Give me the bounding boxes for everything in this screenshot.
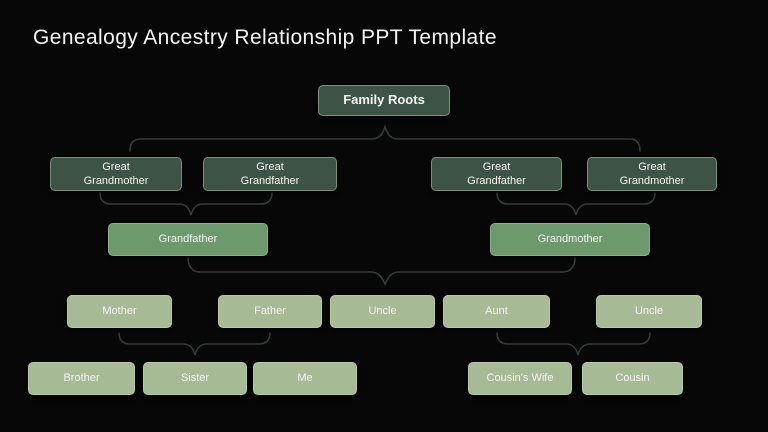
brace-left-pair-to-grandfather (99, 192, 273, 216)
node-cousins-wife: Cousin's Wife (468, 362, 572, 395)
node-grandmother: Grandmother (490, 223, 650, 256)
node-uncle-1: Uncle (330, 295, 435, 328)
node-aunt: Aunt (443, 295, 550, 328)
node-father: Father (218, 295, 322, 328)
node-uncle-2: Uncle (596, 295, 702, 328)
brace-aunt-uncle-to-cousins (496, 332, 651, 356)
brace-right-pair-to-grandmother (496, 192, 656, 216)
node-great-grandfather-right: Great Grandfather (431, 157, 562, 191)
page-title: Genealogy Ancestry Relationship PPT Temp… (33, 26, 497, 49)
node-grandfather: Grandfather (108, 223, 268, 256)
node-brother: Brother (28, 362, 135, 395)
node-cousin: Cousin (582, 362, 683, 395)
node-sister: Sister (143, 362, 247, 395)
node-great-grandmother-right: Great Grandmother (587, 157, 717, 191)
node-mother: Mother (67, 295, 172, 328)
brace-mother-father-to-siblings (118, 332, 271, 356)
brace-root-to-great-grandparents (129, 124, 641, 152)
node-me: Me (253, 362, 357, 395)
node-great-grandfather-left: Great Grandfather (203, 157, 337, 191)
node-great-grandmother-left: Great Grandmother (50, 157, 182, 191)
brace-grandparents-to-parents (187, 257, 576, 286)
node-family-roots: Family Roots (318, 85, 450, 116)
